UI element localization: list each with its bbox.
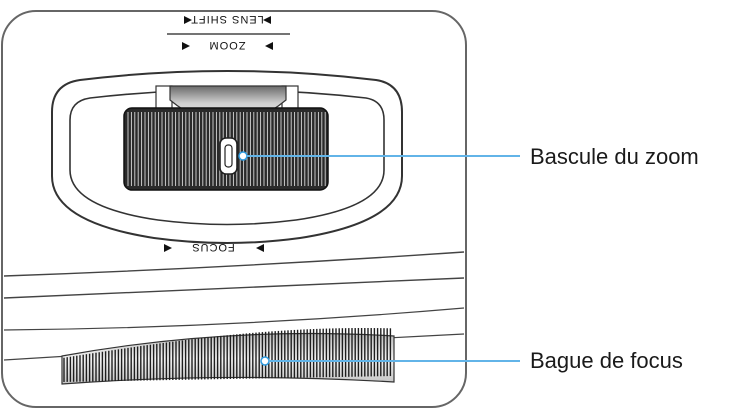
zoom-label: ZOOM bbox=[209, 39, 246, 51]
focus-label: FOCUS bbox=[191, 241, 235, 253]
zoom-engraving: ZOOM bbox=[182, 39, 273, 51]
body-contour-line bbox=[3, 251, 465, 277]
arrow-left-icon bbox=[256, 244, 264, 252]
body-contour-line bbox=[3, 307, 465, 331]
body-contour-line bbox=[3, 277, 465, 299]
lens-shift-label: LENS SHIFT bbox=[190, 13, 264, 25]
focus-ring-callout-label: Bague de focus bbox=[530, 348, 683, 373]
focus-ring-ridges[interactable] bbox=[63, 328, 392, 382]
zoom-lever-callout-label: Bascule du zoom bbox=[530, 144, 699, 169]
lens-shift-engraving: LENS SHIFT bbox=[184, 13, 271, 25]
zoom-lever-callout bbox=[238, 151, 520, 161]
callout-dot bbox=[260, 356, 270, 366]
focus-ring-callout bbox=[260, 356, 520, 366]
arrow-right-icon bbox=[182, 42, 190, 50]
arrow-left-icon bbox=[265, 42, 273, 50]
focus-engraving: FOCUS bbox=[164, 241, 264, 253]
arrow-left-icon bbox=[263, 16, 271, 24]
callout-dot bbox=[238, 151, 248, 161]
zoom-lever-grip bbox=[224, 144, 233, 168]
arrow-right-icon bbox=[184, 16, 192, 24]
arrow-right-icon bbox=[164, 244, 172, 252]
